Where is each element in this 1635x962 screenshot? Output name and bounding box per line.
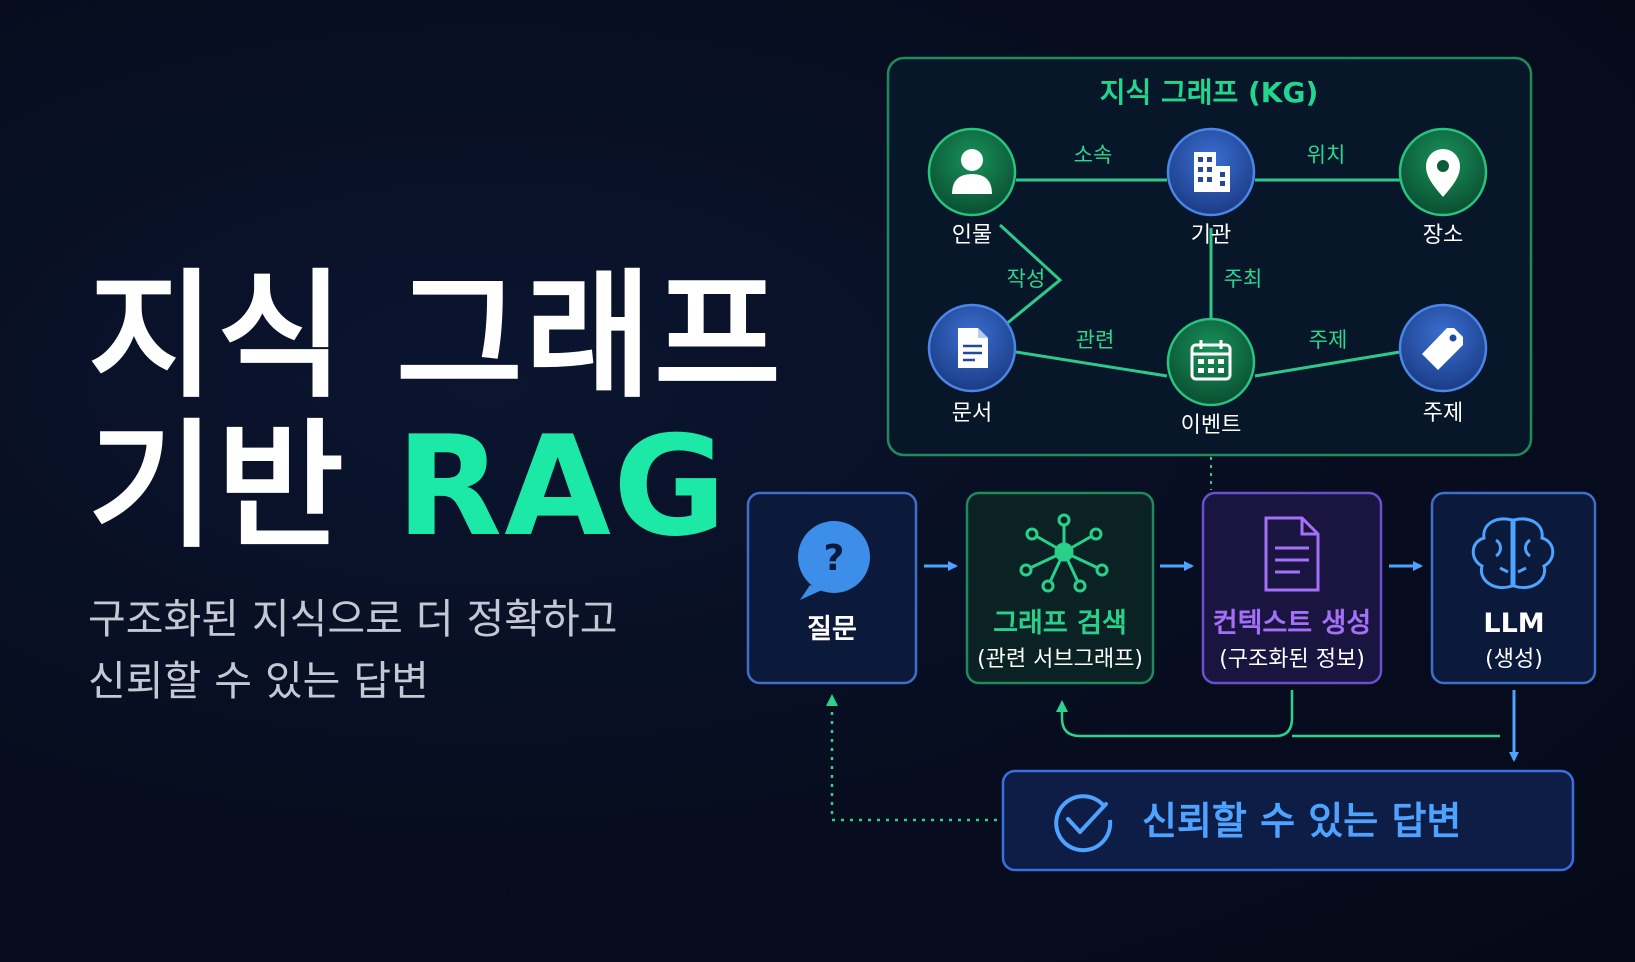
step-context-title: 컨텍스트 생성 bbox=[1213, 608, 1371, 639]
kg-node-organization bbox=[1166, 127, 1256, 217]
calendar-icon bbox=[1190, 340, 1232, 381]
step-context: 컨텍스트 생성 (구조화된 정보) bbox=[1201, 491, 1383, 685]
answer-box: 신뢰할 수 있는 답변 bbox=[1001, 769, 1575, 872]
kg-node-topic-label: 주제 bbox=[1423, 401, 1463, 426]
hero-subtitle-line1: 구조화된 지식으로 더 정확하고 bbox=[88, 595, 618, 643]
answer-text: 신뢰할 수 있는 답변 bbox=[1142, 799, 1461, 843]
edge-label-location: 위치 bbox=[1307, 143, 1346, 167]
hero-title-accent: RAG bbox=[395, 406, 729, 567]
hero-title-line1: 지식 그래프 bbox=[88, 256, 783, 417]
step-graph-search-title: 그래프 검색 bbox=[993, 608, 1127, 639]
pipeline-arrows bbox=[924, 561, 1519, 762]
kg-node-event bbox=[1166, 317, 1256, 407]
question-bubble-icon: ? bbox=[798, 521, 870, 600]
kg-node-document bbox=[927, 303, 1017, 393]
kg-node-event-label: 이벤트 bbox=[1181, 413, 1242, 438]
edge-label-topic: 주제 bbox=[1309, 328, 1348, 352]
check-circle-icon bbox=[1054, 794, 1113, 853]
step-question: ? 질문 bbox=[746, 491, 918, 685]
edge-person-doc bbox=[998, 223, 1063, 327]
kg-node-document-label: 문서 bbox=[952, 401, 992, 426]
location-pin-icon bbox=[1426, 149, 1460, 197]
kg-node-person-label: 인물 bbox=[952, 223, 992, 248]
answer-to-question-loop bbox=[826, 694, 997, 822]
step-context-subtitle: (구조화된 정보) bbox=[1219, 647, 1365, 672]
step-llm-subtitle: (생성) bbox=[1485, 647, 1543, 672]
edge-label-belongs: 소속 bbox=[1074, 143, 1113, 167]
hero-title-line2-prefix: 기반 bbox=[88, 406, 396, 567]
edge-label-authored: 작성 bbox=[1007, 267, 1046, 291]
step-llm: LLM (생성) bbox=[1430, 491, 1597, 685]
edge-event-topic bbox=[1254, 350, 1401, 378]
kg-node-topic bbox=[1398, 303, 1488, 393]
edge-doc-event bbox=[1015, 350, 1168, 378]
kg-node-organization-label: 기관 bbox=[1191, 223, 1231, 248]
feedback-loop bbox=[1056, 690, 1500, 738]
person-icon bbox=[952, 149, 992, 194]
context-document-icon bbox=[1264, 516, 1320, 592]
brain-icon bbox=[1471, 517, 1555, 589]
step-graph-search-subtitle: (관련 서브그래프) bbox=[977, 647, 1143, 672]
hero-subtitle-line2: 신뢰할 수 있는 답변 bbox=[88, 657, 429, 705]
kg-node-person bbox=[927, 127, 1017, 217]
step-graph-search: 그래프 검색 (관련 서브그래프) bbox=[965, 491, 1155, 685]
tag-icon bbox=[1422, 328, 1463, 370]
step-question-title: 질문 bbox=[807, 614, 857, 645]
edge-label-related: 관련 bbox=[1076, 328, 1115, 352]
graph-network-icon bbox=[1019, 513, 1109, 593]
kg-title: 지식 그래프 (KG) bbox=[1100, 76, 1319, 109]
kg-node-place-label: 장소 bbox=[1423, 223, 1463, 248]
edge-label-hosted: 주최 bbox=[1224, 267, 1263, 291]
svg-text:?: ? bbox=[824, 538, 845, 579]
document-icon bbox=[958, 328, 988, 368]
kg-edges bbox=[998, 178, 1401, 378]
step-llm-title: LLM bbox=[1483, 608, 1544, 639]
building-icon bbox=[1194, 152, 1230, 192]
kg-node-place bbox=[1398, 127, 1488, 217]
